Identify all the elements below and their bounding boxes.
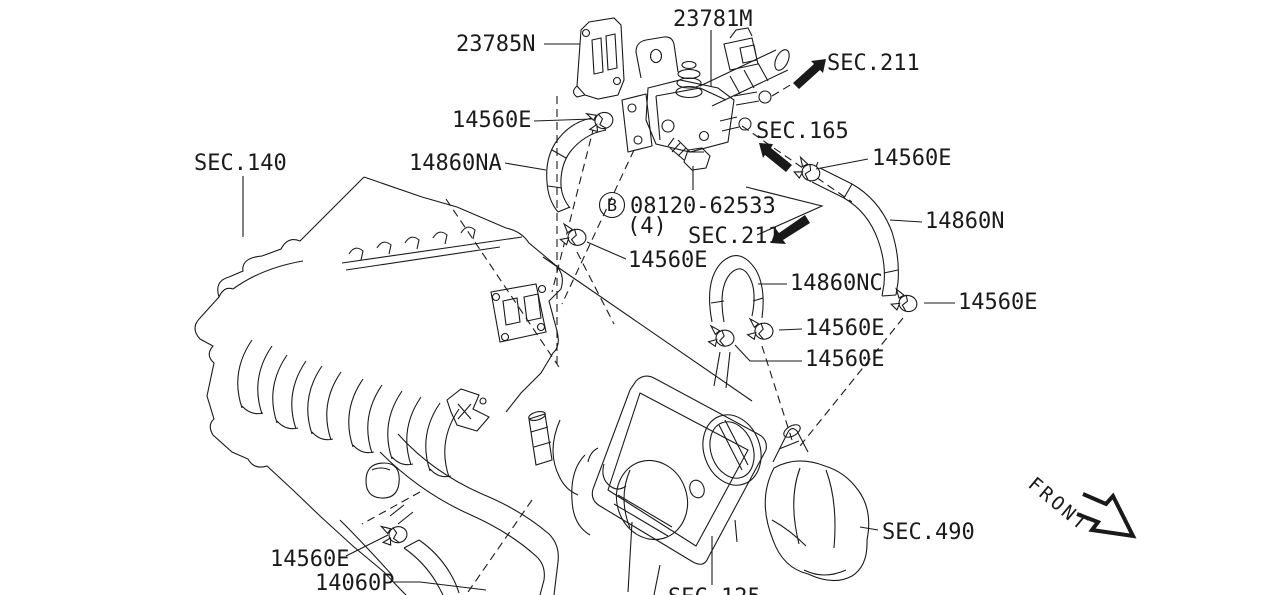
section-arrows: [759, 59, 826, 244]
label-14860NA: 14860NA: [409, 151, 502, 176]
clamp-1: [585, 106, 616, 134]
label-14560E-6: 14560E: [805, 347, 884, 372]
valve-part: [621, 27, 790, 153]
label-bolt-number: 08120-62533: [630, 194, 776, 219]
sec211-top-arrow-icon: [793, 59, 826, 89]
front-label: FRONT: [1024, 473, 1093, 536]
front-arrow-icon: [1076, 492, 1137, 539]
part-labels: 23785N 23781M SEC.211 14560E SEC.165 SEC…: [194, 7, 1037, 595]
label-14560E-5: 14560E: [805, 316, 884, 341]
label-sec125: SEC.125: [668, 585, 761, 595]
label-23781M: 23781M: [673, 7, 752, 32]
label-bolt-quantity: (4): [627, 214, 667, 239]
bolt-part: [667, 137, 711, 171]
leader-lines: [242, 30, 955, 591]
label-bolt-letter: B: [607, 196, 617, 216]
clamp-3: [792, 156, 824, 185]
gasket-part: [572, 17, 625, 100]
valve-connector: [723, 27, 759, 71]
projection-dashed-lines: [361, 80, 904, 593]
clamp-6: [746, 318, 775, 342]
clamp-4: [889, 288, 921, 316]
clamp-5: [707, 325, 736, 349]
label-sec140: SEC.140: [194, 151, 287, 176]
label-sec490: SEC.490: [882, 520, 975, 545]
canister-drawing: [764, 424, 870, 582]
label-14860NC: 14860NC: [790, 271, 883, 296]
bolt-marker-circle: [598, 191, 626, 219]
label-23785N: 23785N: [456, 32, 535, 57]
egr-mount-plate: [490, 283, 547, 343]
label-14060P: 14060P: [315, 571, 394, 595]
hose-14860NC: [709, 255, 764, 389]
valve-body: [645, 79, 735, 153]
label-14860N: 14860N: [925, 209, 1004, 234]
valve-ear: [635, 36, 679, 79]
label-sec211-mid: SEC.211: [688, 224, 781, 249]
sec165-arrow-icon: [759, 143, 792, 172]
label-14560E-7: 14560E: [270, 547, 349, 572]
label-14560E-2: 14560E: [872, 146, 951, 171]
intake-runners: [237, 339, 460, 478]
hose-14060P: [389, 504, 460, 595]
valve-pipe-lower: [719, 116, 740, 132]
label-14560E-1: 14560E: [452, 108, 531, 133]
valve-actuator: [699, 49, 789, 107]
front-indicator: FRONT: [1024, 473, 1137, 539]
label-sec211-top: SEC.211: [827, 51, 920, 76]
label-14560E-3: 14560E: [628, 248, 707, 273]
throttle-chamber-drawing: [591, 375, 767, 565]
valve-flange: [621, 93, 653, 153]
throttle-bracket: [446, 388, 553, 466]
label-14560E-4: 14560E: [958, 290, 1037, 315]
label-sec165: SEC.165: [756, 119, 849, 144]
oil-cap: [365, 462, 400, 499]
hose-14860NA: [546, 117, 607, 213]
engine-manifold-drawing: [194, 176, 753, 595]
sec211-mid-arrow-icon: [771, 215, 810, 244]
clamp-7: [379, 521, 409, 547]
valve-pipe-upper: [733, 91, 760, 106]
